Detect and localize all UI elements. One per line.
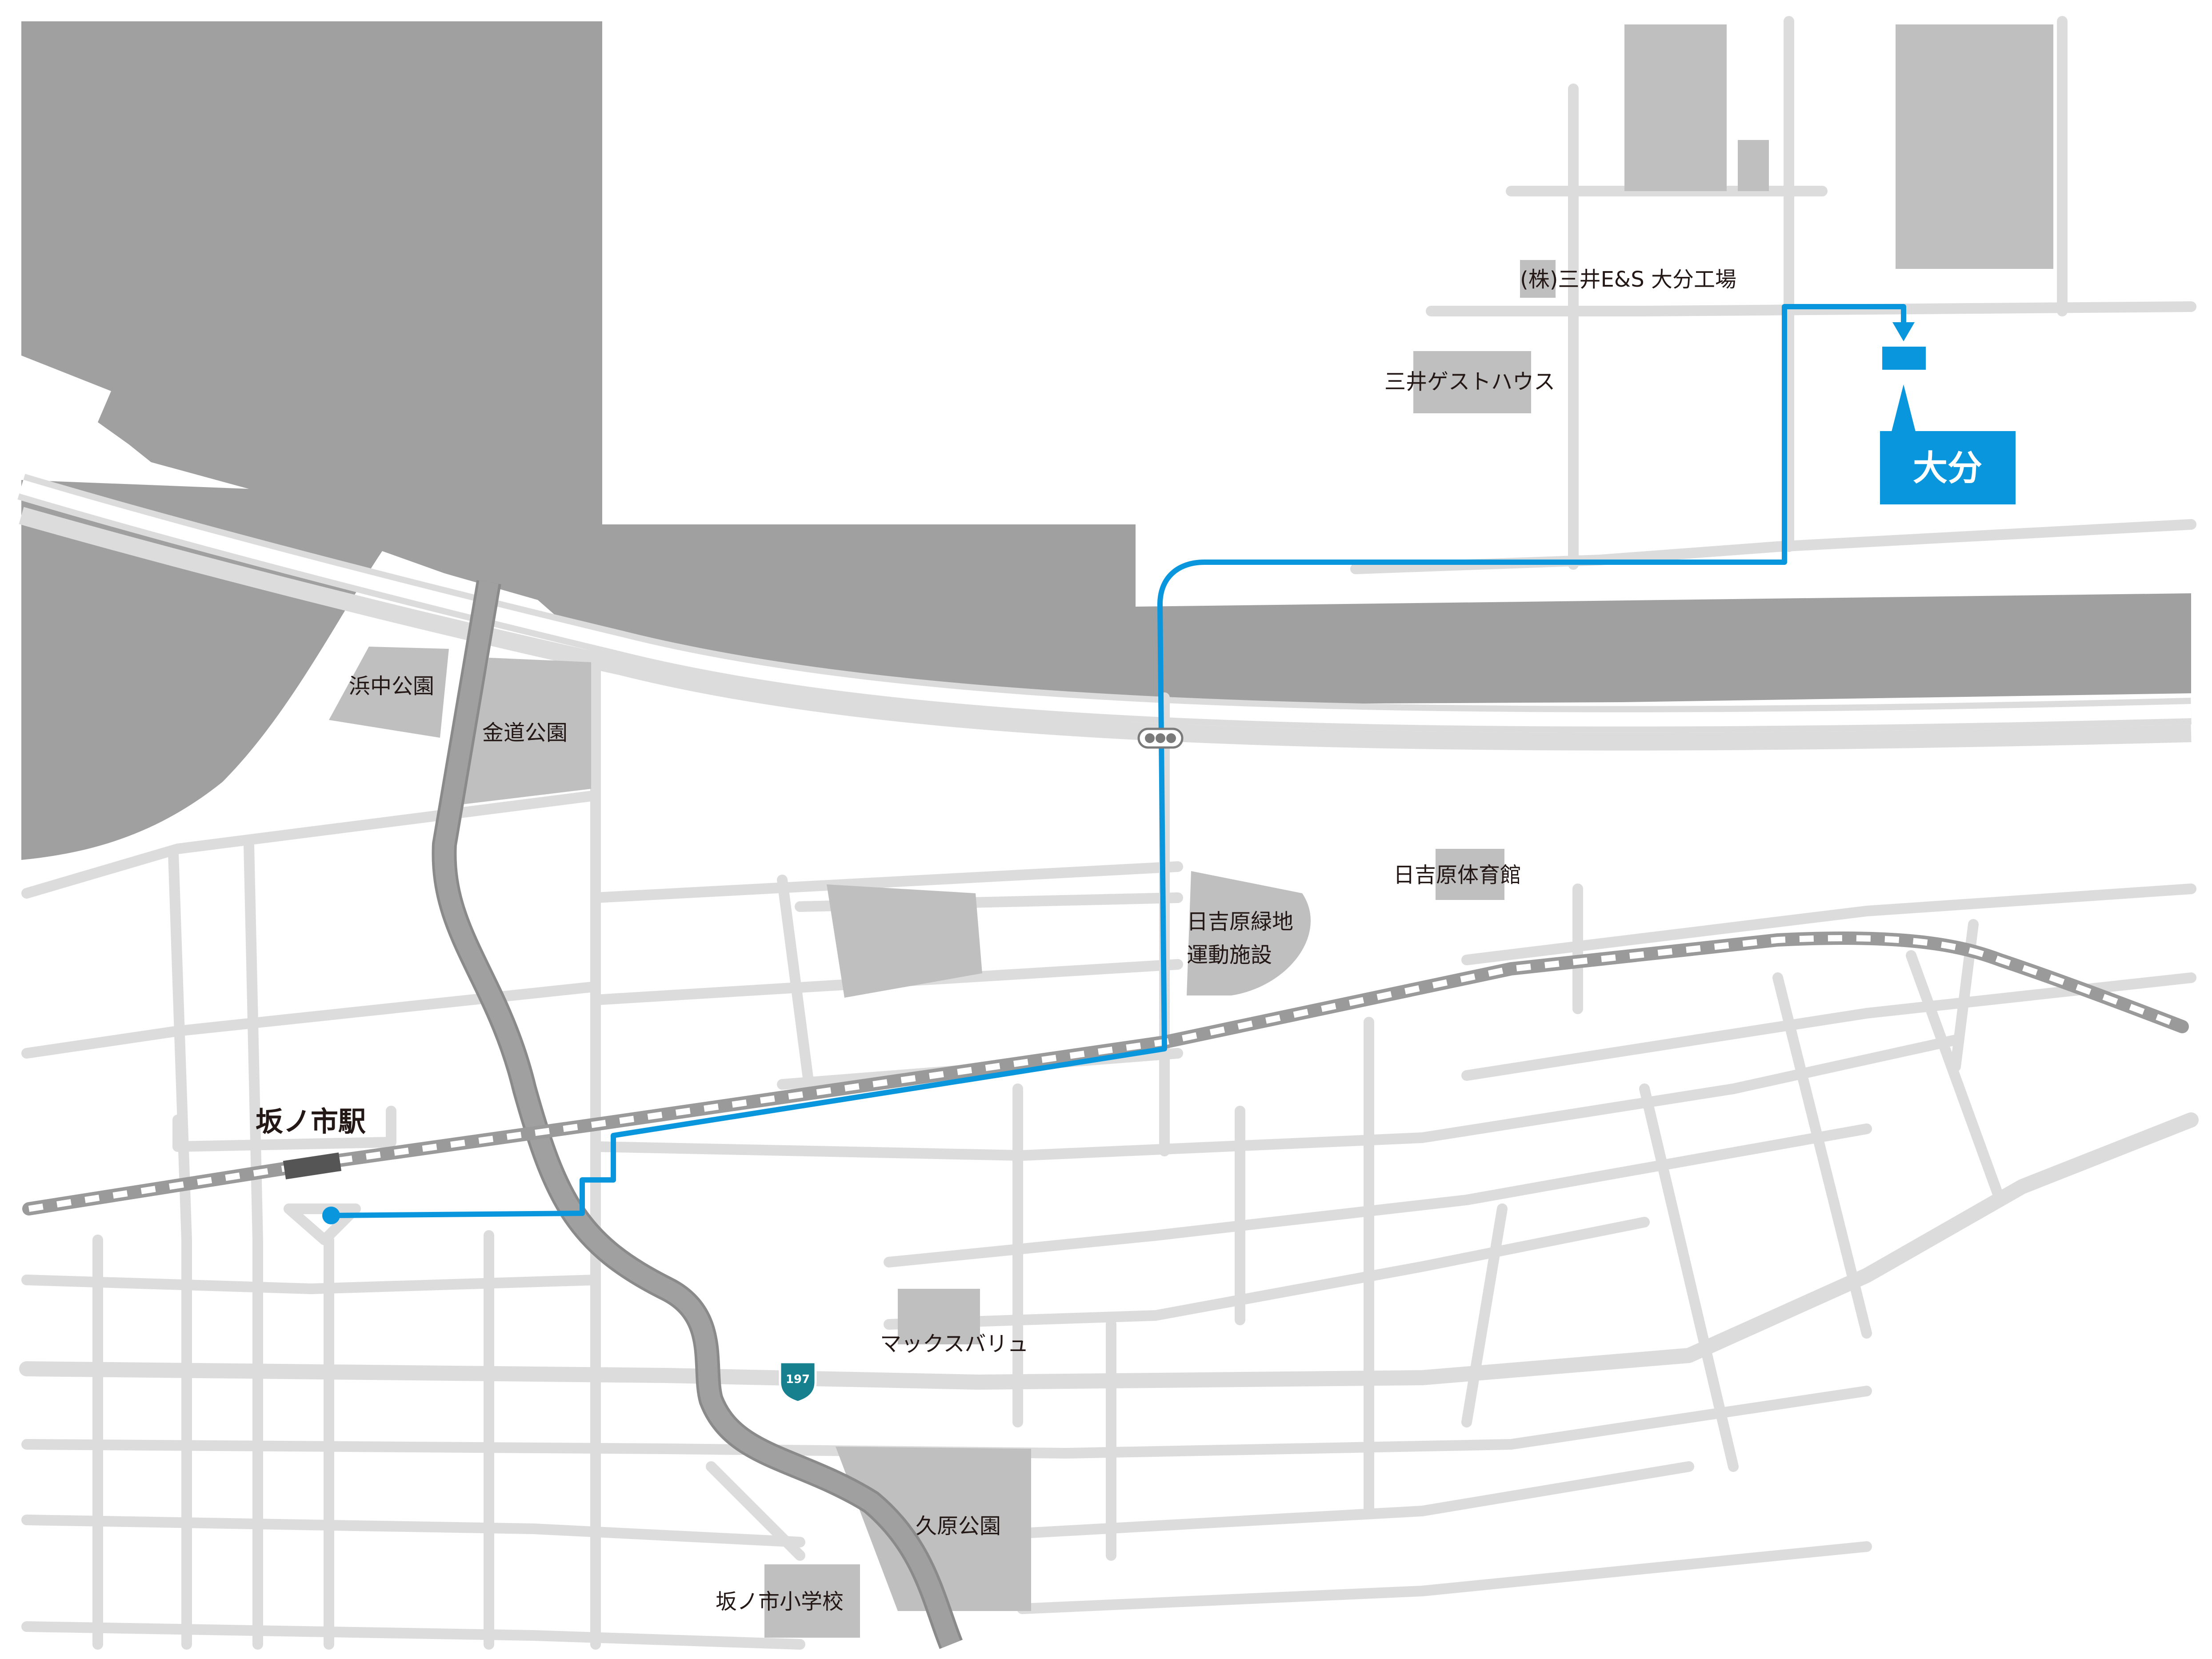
kanamichi-park-block <box>462 658 591 804</box>
destination-label: 大分 <box>1913 448 1982 488</box>
hiyoshibaru-gym-label: 日吉原体育館 <box>1393 863 1521 887</box>
kanamichi-park-label: 金道公園 <box>482 720 568 745</box>
arrow-down-icon <box>1892 322 1915 341</box>
destination-label-box <box>1880 431 2016 504</box>
railway-base <box>22 931 2189 1215</box>
mitsui-factory-label-box <box>1520 260 1556 298</box>
hamanaka-park-label: 浜中公園 <box>349 674 434 699</box>
hiyoshibaru-gym-box <box>1436 849 1504 900</box>
railway-dash <box>28 935 2184 1212</box>
station-label: 坂ノ市駅 <box>256 1105 366 1138</box>
highway-shield-icon: 197 <box>779 1361 817 1403</box>
factory-building-3 <box>1896 24 2053 269</box>
expressway <box>434 580 960 1648</box>
kubara-park-block <box>836 1447 1031 1611</box>
hiyoshibaru-green-block <box>1187 871 1311 995</box>
station-platform <box>283 1152 342 1179</box>
mitsui-guesthouse-label: 三井ゲストハウス <box>1384 369 1555 394</box>
sakanoichi-school-label: 坂ノ市小学校 <box>716 1589 844 1614</box>
sea-area <box>21 21 2191 860</box>
destination-pointer <box>1891 384 1916 433</box>
factory-building-1 <box>1624 24 1727 191</box>
coastal-road-inner <box>19 480 2192 727</box>
hiyoshibaru-green-label-1: 日吉原緑地 <box>1187 909 1293 934</box>
pier <box>21 356 249 489</box>
hiyoshibaru-green-label-2: 運動施設 <box>1187 943 1272 967</box>
maxvalu-box <box>898 1289 980 1344</box>
maxvalu-label: マックスバリュ <box>880 1331 1029 1356</box>
mitsui-guesthouse-box <box>1413 351 1531 413</box>
hamanaka-park-block <box>329 647 449 738</box>
coastal-road-2 <box>19 507 2192 751</box>
destination-marker <box>1882 347 1926 370</box>
kubara-park-label: 久原公園 <box>916 1514 1001 1539</box>
mitsui-factory-label: (株)三井E&S 大分工場 <box>1520 267 1736 292</box>
route-line <box>331 304 1906 1218</box>
start-dot-icon <box>322 1207 340 1224</box>
factory-building-2 <box>1738 140 1769 191</box>
sports-field-block <box>827 884 982 998</box>
sakanoichi-school-box <box>764 1564 860 1638</box>
traffic-signal-icon <box>1137 728 1184 749</box>
svg-text:197: 197 <box>786 1373 810 1386</box>
